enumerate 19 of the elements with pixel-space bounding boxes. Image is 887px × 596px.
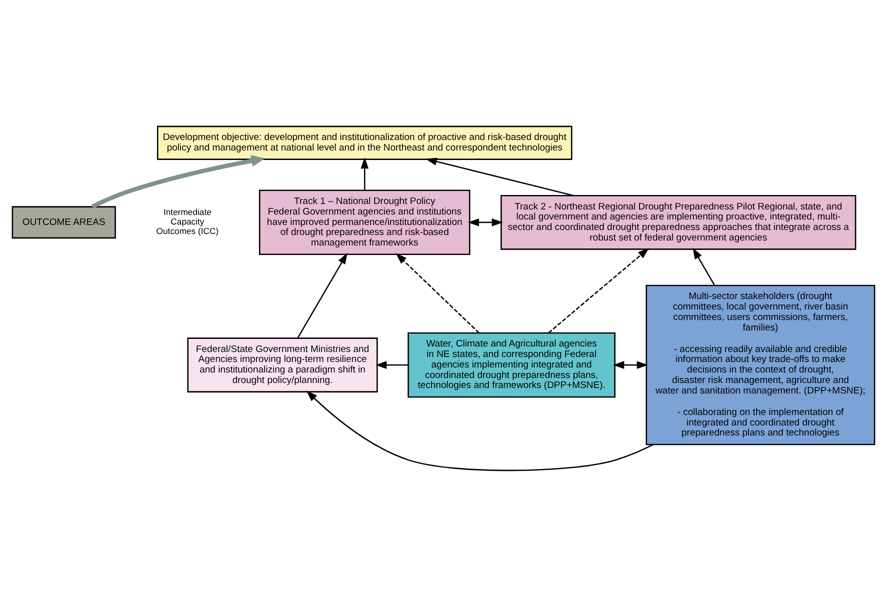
arrow xyxy=(612,360,648,368)
node-box: Track 1 – National Drought Policy Federal Government agencies and institutions have improved permanence/institutionalization of drought preparedness and risk-based management frameworks xyxy=(258,189,470,255)
arrow xyxy=(91,154,265,208)
node-box: OUTCOME AREAS xyxy=(12,206,116,238)
node-box: Multi-sector stakeholders (drought committees, local government, river basin committees, users commissions, farmers, families) - accessing readily available and credible information about key trade-offs to make decisions in the context of drought, disaster risk management, agriculture and water and sanitation management. (DPP+MSNE); - collaborating on the implementation of integrated and coordinated drought preparedness plans and technologies xyxy=(646,284,876,445)
arrow xyxy=(548,247,650,333)
label: Intermediate Capacity Outcomes (ICC) xyxy=(156,206,219,236)
node-box: Development objective: development and institutionalization of proactive and risk-based drought policy and management at national level and in the Northeast and correspondent technologies xyxy=(157,125,572,160)
arrow xyxy=(297,252,348,338)
node-box: Water, Climate and Agricultural agencies in NE states, and corresponding Federal agencies implementing integrated and coordinated drought preparedness plans, technologies and frameworks (DPP+MSNE). xyxy=(408,332,616,398)
arrow xyxy=(375,360,408,368)
arrow xyxy=(396,252,480,333)
node-box: Federal/State Government Ministries and Agencies improving long-term resilience and institutionalizing a paradigm shift in drought policy/planning. xyxy=(187,337,378,392)
arrow xyxy=(426,157,574,196)
arrow xyxy=(306,390,654,471)
node-box: Track 2 - Northeast Regional Drought Preparedness Pilot Regional, state, and local government and agencies are implementing proactive, integrated, multi-sector and coordinated drought preparedness approaches that integrate across a robust set of federal government agencies xyxy=(500,194,856,250)
arrow xyxy=(692,247,716,286)
arrow xyxy=(468,218,504,226)
arrow xyxy=(360,156,369,190)
